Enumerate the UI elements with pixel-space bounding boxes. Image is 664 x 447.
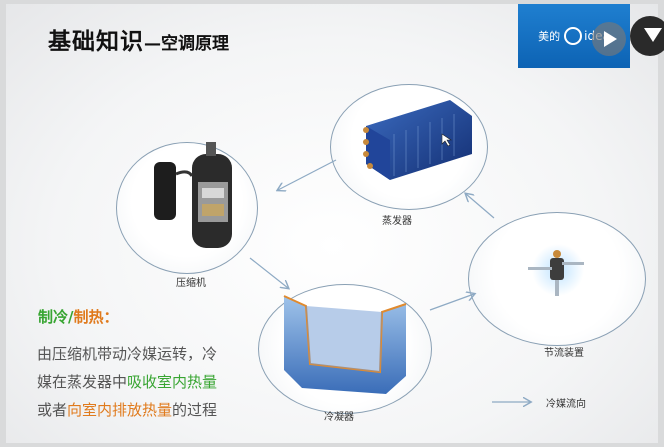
- title-sub: —空调原理: [144, 34, 229, 54]
- arrow-condenser-to-throttle: [429, 294, 474, 311]
- para-release: 向室内排放热量: [67, 401, 173, 419]
- label-condenser: 冷凝器: [324, 412, 354, 423]
- compressor-bubble: [116, 142, 258, 274]
- para-line-3: 或者向室内排放热量的过程: [37, 396, 267, 424]
- compressor-image: [154, 142, 232, 248]
- mode-heading: 制冷/制热：: [38, 306, 119, 327]
- para-line-2: 媒在蒸发器中吸收室内热量: [37, 368, 267, 396]
- label-compressor: 压缩机: [176, 278, 206, 289]
- label-flow: 冷媒流向: [546, 399, 586, 410]
- evaporator-image: [363, 100, 472, 180]
- title-main: 基础知识: [48, 29, 144, 55]
- heading-colon: ：: [103, 308, 119, 326]
- arrow-compressor-to-condenser: [249, 257, 288, 288]
- label-throttle: 节流装置: [544, 348, 584, 359]
- arrow-throttle-to-evap: [466, 194, 495, 219]
- dropdown-triangle: [644, 28, 662, 42]
- explanation-text: 由压缩机带动冷媒运转，冷 媒在蒸发器中吸收室内热量 或者向室内排放热量的过程: [37, 340, 267, 424]
- throttle-image: [528, 244, 584, 296]
- logo-m-icon: [564, 27, 583, 45]
- label-evaporator: 蒸发器: [382, 216, 412, 227]
- para-line-3a: 或者: [37, 401, 68, 419]
- para-absorb: 吸收室内热量: [127, 373, 218, 391]
- heading-heating: 制热: [73, 308, 104, 326]
- para-line-1: 由压缩机带动冷媒运转，冷: [37, 345, 218, 363]
- play-icon[interactable]: [592, 22, 626, 56]
- midea-logo: 美的 idea: [518, 4, 630, 68]
- condenser-image: [283, 295, 407, 394]
- para-line-2a: 媒在蒸发器中: [37, 373, 128, 391]
- play-triangle: [604, 31, 617, 47]
- diagram-art: [154, 100, 584, 443]
- heading-sep: /: [68, 308, 74, 326]
- heading-cooling: 制冷: [38, 308, 69, 326]
- logo-cn: 美的: [538, 30, 561, 43]
- page-title: 基础知识—空调原理: [48, 22, 229, 56]
- slide: 基础知识—空调原理 美的 idea: [6, 4, 658, 443]
- arrow-evap-to-compressor: [278, 159, 337, 190]
- para-line-3c: 的过程: [172, 401, 218, 419]
- dropdown-icon[interactable]: [630, 16, 664, 56]
